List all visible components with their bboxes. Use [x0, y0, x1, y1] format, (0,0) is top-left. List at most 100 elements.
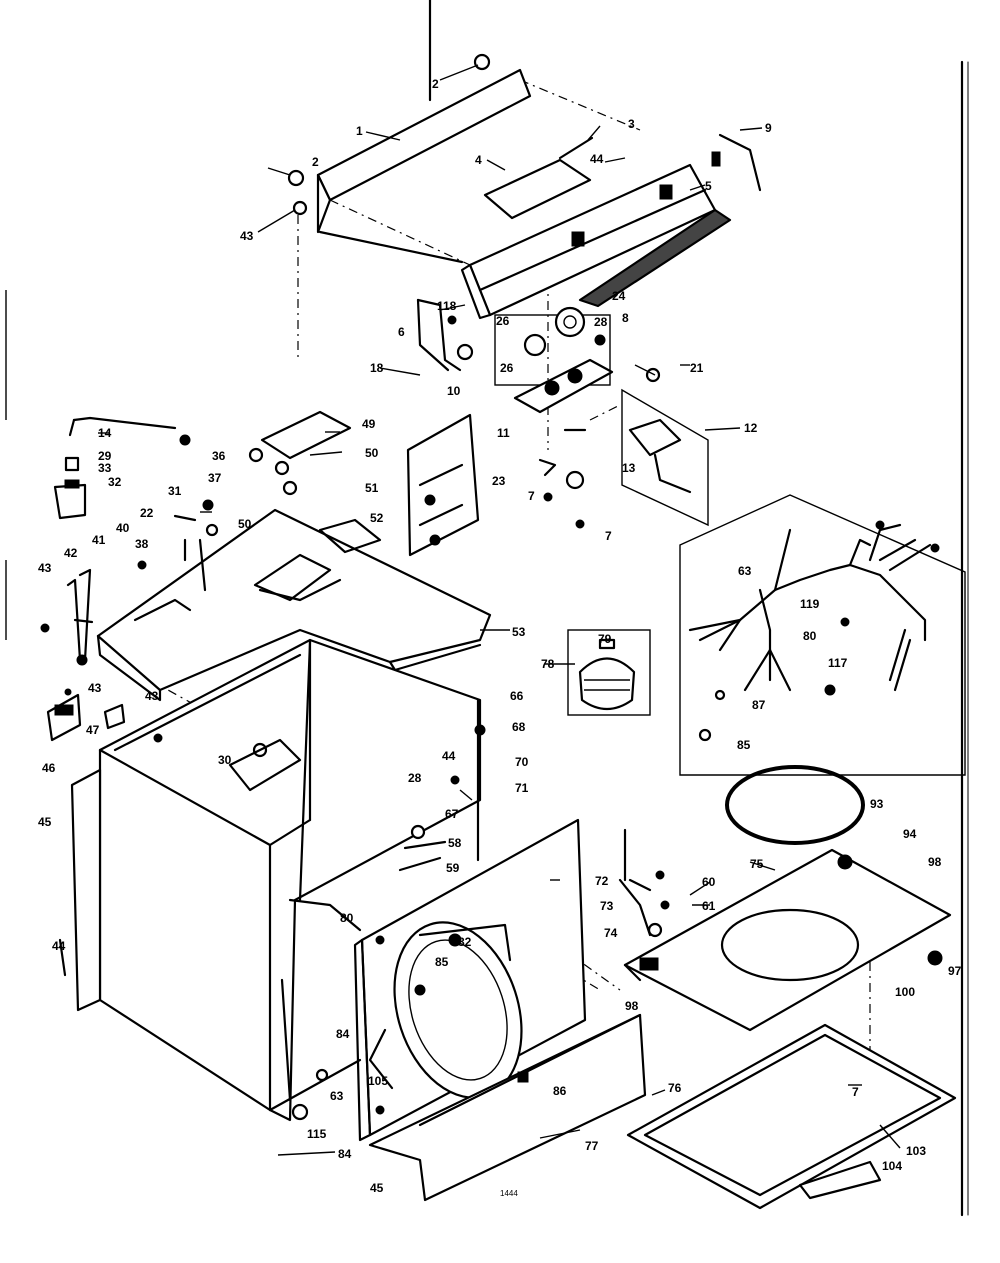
callout-label: 7 [528, 489, 535, 503]
callout-label: 9 [765, 121, 772, 135]
diagram-stamp: 1444 [500, 1189, 518, 1198]
callout-label: 63 [330, 1089, 344, 1103]
callout-label: 100 [895, 985, 915, 999]
callout-label: 53 [512, 625, 526, 639]
callout-label: 11 [497, 426, 510, 440]
console-end-bracket [416, 298, 474, 372]
callout-label: 32 [108, 475, 122, 489]
callout-label: 115 [307, 1127, 327, 1141]
agitator-box [567, 629, 651, 716]
callout-label: 44 [442, 749, 456, 763]
callout-label: 18 [370, 361, 384, 375]
callout-label: 77 [585, 1139, 599, 1153]
switch-assembly [494, 306, 614, 529]
side-panel [58, 768, 102, 1012]
callout-label: 3 [628, 117, 635, 131]
front-panel [353, 818, 587, 1142]
callout-label: 31 [168, 484, 182, 498]
callout-label: 7 [852, 1085, 859, 1099]
tub-top [623, 848, 952, 1032]
callout-label: 28 [408, 771, 422, 785]
callout-label: 84 [336, 1027, 350, 1041]
callout-label: 45 [370, 1181, 384, 1195]
callout-label: 58 [448, 836, 462, 850]
left-bracket-parts [40, 568, 94, 666]
callout-labels: 1 2 2 43 3 4 44 5 9 6 118 18 10 26 8 28 … [38, 77, 962, 1198]
inlet-panel [406, 413, 480, 557]
callout-label: 4 [475, 153, 482, 167]
callout-label: 43 [88, 681, 102, 695]
callout-label: 74 [604, 926, 618, 940]
callout-label: 46 [42, 761, 56, 775]
callout-label: 44 [52, 939, 66, 953]
callout-label: 103 [906, 1144, 926, 1158]
callout-label: 26 [496, 314, 510, 328]
cabinet [98, 638, 482, 1122]
callout-label: 43 [38, 561, 52, 575]
callout-label: 26 [500, 361, 514, 375]
front-panel-hardware [398, 724, 486, 872]
callout-label: 98 [625, 999, 639, 1013]
callout-label: 105 [368, 1074, 388, 1088]
callout-label: 72 [595, 874, 609, 888]
callout-label: 24 [612, 289, 626, 303]
callout-label: 21 [690, 361, 704, 375]
callout-label: 85 [737, 738, 751, 752]
callout-label: 60 [702, 875, 716, 889]
top-cover [96, 508, 492, 702]
callout-label: 117 [828, 656, 848, 670]
callout-label: 61 [702, 899, 716, 913]
callout-label: 6 [398, 325, 405, 339]
callout-label: 45 [38, 815, 52, 829]
callout-label: 10 [447, 384, 461, 398]
callout-label: 94 [903, 827, 917, 841]
callout-label: 59 [446, 861, 460, 875]
callout-label: 80 [803, 629, 817, 643]
callout-label: 37 [208, 471, 222, 485]
callout-label: 73 [600, 899, 614, 913]
hose-bracket-parts [618, 828, 670, 938]
callout-label: 7 [605, 529, 612, 543]
callout-label: 30 [218, 753, 232, 767]
callout-label: 22 [140, 506, 154, 520]
callout-label: 79 [598, 632, 612, 646]
callout-label: 86 [553, 1084, 567, 1098]
callout-label: 80 [340, 911, 354, 925]
callout-label: 40 [116, 521, 130, 535]
callout-label: 76 [668, 1081, 682, 1095]
callout-label: 75 [750, 857, 764, 871]
callout-label: 1 [356, 124, 363, 138]
kick-plate [291, 1013, 647, 1202]
callout-label: 119 [800, 597, 820, 611]
callout-label: 67 [445, 807, 459, 821]
leader-lines [98, 64, 901, 1156]
callout-label: 44 [590, 152, 604, 166]
callout-label: 97 [948, 964, 962, 978]
callout-label: 84 [338, 1147, 352, 1161]
callout-label: 43 [145, 689, 159, 703]
callout-label: 49 [362, 417, 376, 431]
callout-label: 28 [594, 315, 608, 329]
control-console [460, 133, 762, 320]
left-small-parts [53, 416, 191, 520]
callout-label: 41 [92, 533, 106, 547]
callout-label: 14 [98, 426, 112, 440]
callout-label: 2 [312, 155, 319, 169]
callout-label: 118 [437, 299, 457, 313]
callout-label: 5 [705, 179, 712, 193]
base-pan [626, 1023, 957, 1210]
callout-label: 52 [370, 511, 384, 525]
callout-label: 2 [432, 77, 439, 91]
side-bracket [46, 688, 126, 742]
callout-label: 23 [492, 474, 506, 488]
callout-label: 42 [64, 546, 78, 560]
callout-label: 38 [135, 537, 149, 551]
callout-label: 98 [928, 855, 942, 869]
callout-label: 12 [744, 421, 758, 435]
callout-label: 71 [515, 781, 529, 795]
timer-bracket [621, 367, 709, 527]
callout-label: 33 [98, 461, 112, 475]
top-cover-parts [137, 410, 352, 592]
